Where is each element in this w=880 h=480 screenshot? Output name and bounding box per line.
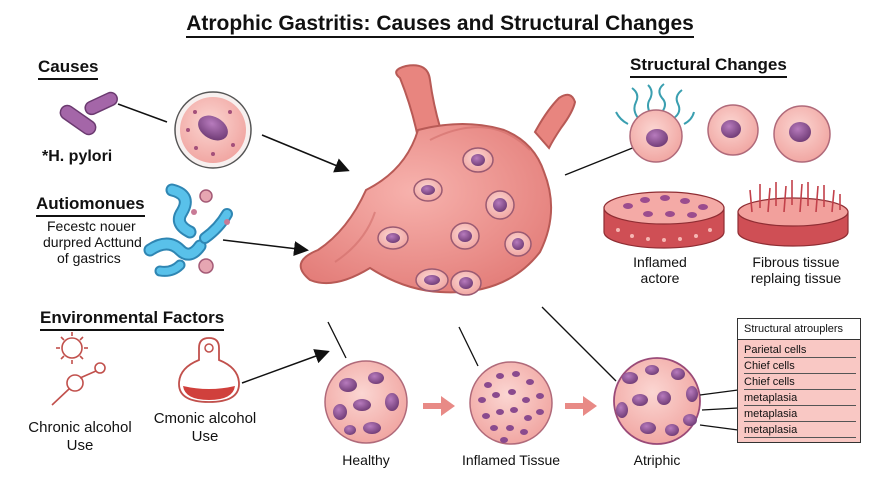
epithelial-cell-icon bbox=[707, 104, 759, 156]
stage-inflamed-label: Inflamed Tissue bbox=[461, 452, 561, 468]
legend-title: Structural atrouplers bbox=[738, 319, 860, 340]
environmental-right-line-2: Use bbox=[191, 428, 219, 445]
environmental-right-label: Cmonic alcohol Use bbox=[143, 410, 267, 446]
legend-row: metaplasia bbox=[744, 390, 856, 406]
autoimmune-line-1: Fecestc nouer bbox=[47, 218, 136, 234]
structural-legend-box: Structural atrouplers Parietal cells Chi… bbox=[737, 318, 861, 443]
autoimmune-heading: Autiomonues bbox=[36, 194, 145, 217]
structural-heading: Structural Changes bbox=[630, 55, 787, 78]
h-pylori-bacteria-icon bbox=[59, 91, 118, 136]
stomach-illustration bbox=[299, 64, 577, 296]
environmental-left-line-1: Chronic alcohol bbox=[28, 419, 132, 436]
autoimmune-line-3: of gastrics bbox=[57, 250, 121, 266]
fibrous-tissue-label: Fibrous tissue replaing tissue bbox=[736, 254, 856, 286]
environmental-left-line-2: Use bbox=[66, 437, 94, 454]
h-pylori-label: *H. pylori bbox=[42, 148, 113, 165]
progression-arrow-2 bbox=[565, 396, 597, 416]
environmental-left-label: Chronic alcohol Use bbox=[18, 419, 142, 455]
legend-rows: Parietal cells Chief cells Chief cells m… bbox=[738, 340, 860, 442]
fibrous-line-2: replaing tissue bbox=[750, 270, 842, 286]
diagram-title: Atrophic Gastritis: Causes and Structura… bbox=[0, 12, 880, 38]
fibrous-tissue-disk bbox=[737, 180, 849, 247]
epithelial-cell-icon-2 bbox=[773, 105, 831, 163]
atrophic-cell-cluster bbox=[613, 357, 701, 445]
autoimmune-line-2: durpred Acttund bbox=[43, 234, 142, 250]
environmental-right-line-1: Cmonic alcohol bbox=[153, 410, 257, 427]
ciliated-cell-icon bbox=[615, 83, 695, 163]
causes-heading: Causes bbox=[38, 57, 99, 80]
environmental-heading: Environmental Factors bbox=[40, 308, 225, 331]
inflamed-tissue-label: Inflamed actore bbox=[600, 254, 720, 286]
alcohol-flask-icon bbox=[178, 337, 240, 403]
fibrous-line-1: Fibrous tissue bbox=[752, 254, 840, 270]
inflamed-line-2: actore bbox=[640, 270, 680, 286]
h-pylori-magnified-icon bbox=[174, 91, 252, 169]
inflamed-tissue-disk bbox=[603, 191, 725, 249]
inflamed-line-1: Inflamed bbox=[633, 254, 687, 270]
alcohol-bacteria-icon bbox=[51, 332, 106, 406]
legend-row: metaplasia bbox=[744, 406, 856, 422]
stage-atrophic-label: Atriphic bbox=[633, 452, 681, 468]
healthy-cell-cluster bbox=[324, 360, 408, 444]
legend-row: Chief cells bbox=[744, 358, 856, 374]
legend-row: Parietal cells bbox=[744, 342, 856, 358]
legend-row: metaplasia bbox=[744, 422, 856, 438]
legend-row: Chief cells bbox=[744, 374, 856, 390]
progression-arrow-1 bbox=[423, 396, 455, 416]
stage-healthy-label: Healthy bbox=[342, 452, 390, 468]
inflamed-cell-cluster bbox=[469, 361, 553, 445]
autoimmune-cells-icon bbox=[143, 183, 233, 277]
